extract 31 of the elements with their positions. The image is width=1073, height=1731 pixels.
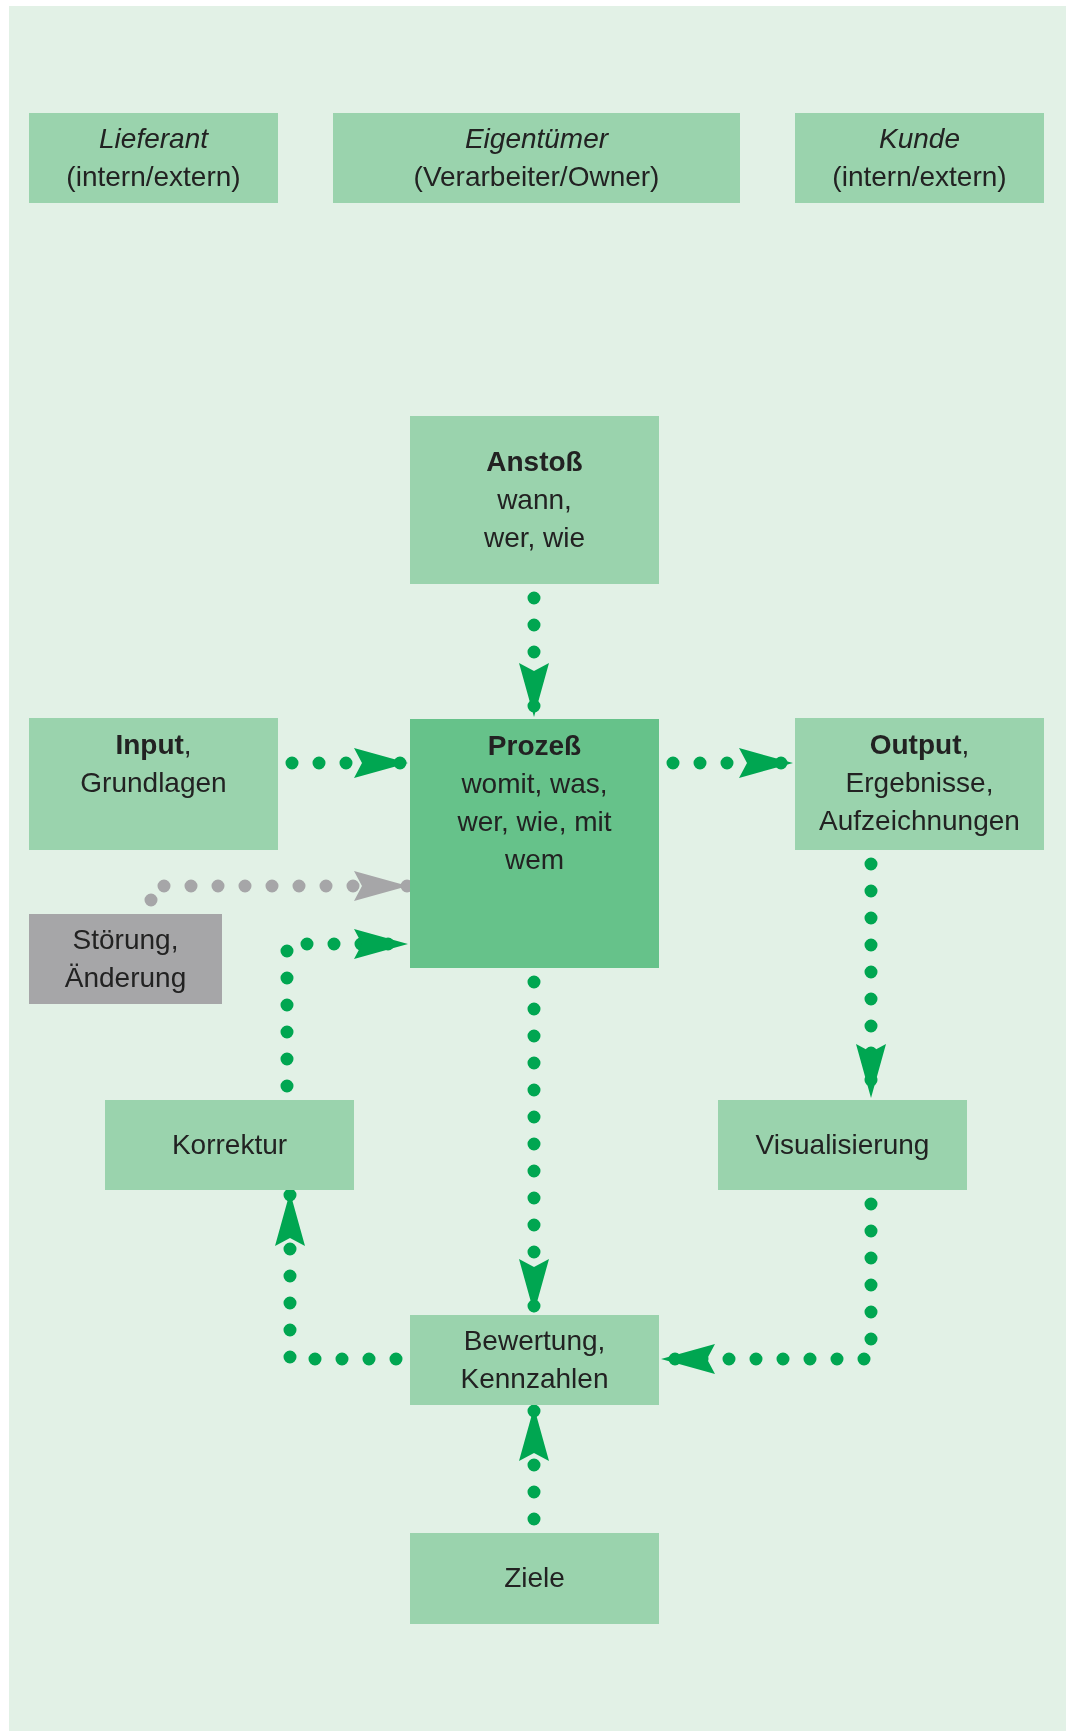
- process-box: [410, 1533, 659, 1624]
- box-heading: Lieferant: [99, 121, 208, 156]
- process-box: [410, 719, 659, 968]
- process-box: [410, 1315, 659, 1405]
- box-heading: Eigentümer: [464, 121, 609, 156]
- process-box: [29, 914, 222, 1004]
- process-box: [795, 718, 1044, 850]
- box-text: Störung, Änderung: [63, 922, 188, 995]
- box-text: Korrektur: [171, 1127, 288, 1162]
- box-text: Bewertung, Kennzahlen: [459, 1323, 610, 1396]
- box-text: Visualisierung: [755, 1127, 930, 1162]
- box-heading: Prozeß: [487, 729, 582, 763]
- process-box: [410, 416, 659, 584]
- box-text: (intern/extern): [66, 160, 241, 194]
- process-box: [29, 113, 278, 203]
- box-heading: Output,: [869, 728, 970, 762]
- box-heading: Anstoß: [486, 444, 583, 479]
- box-heading: Input,: [115, 728, 192, 762]
- box-text: Grundlagen: [80, 766, 227, 801]
- box-heading: Kunde: [879, 121, 960, 156]
- box-text: (Verarbeiter/Owner): [413, 160, 660, 194]
- box-text: wann, wer, wie: [482, 482, 587, 556]
- process-box: [718, 1100, 967, 1190]
- box-text: womit, was, wer, wie, mit wem: [456, 767, 613, 878]
- box-text: Ergebnisse, Aufzeichnungen: [818, 766, 1021, 839]
- process-box: [333, 113, 740, 203]
- box-text: (intern/extern): [832, 160, 1007, 194]
- process-box: [29, 718, 278, 850]
- box-text: Ziele: [504, 1561, 565, 1596]
- process-box: [105, 1100, 354, 1190]
- process-box: [795, 113, 1044, 203]
